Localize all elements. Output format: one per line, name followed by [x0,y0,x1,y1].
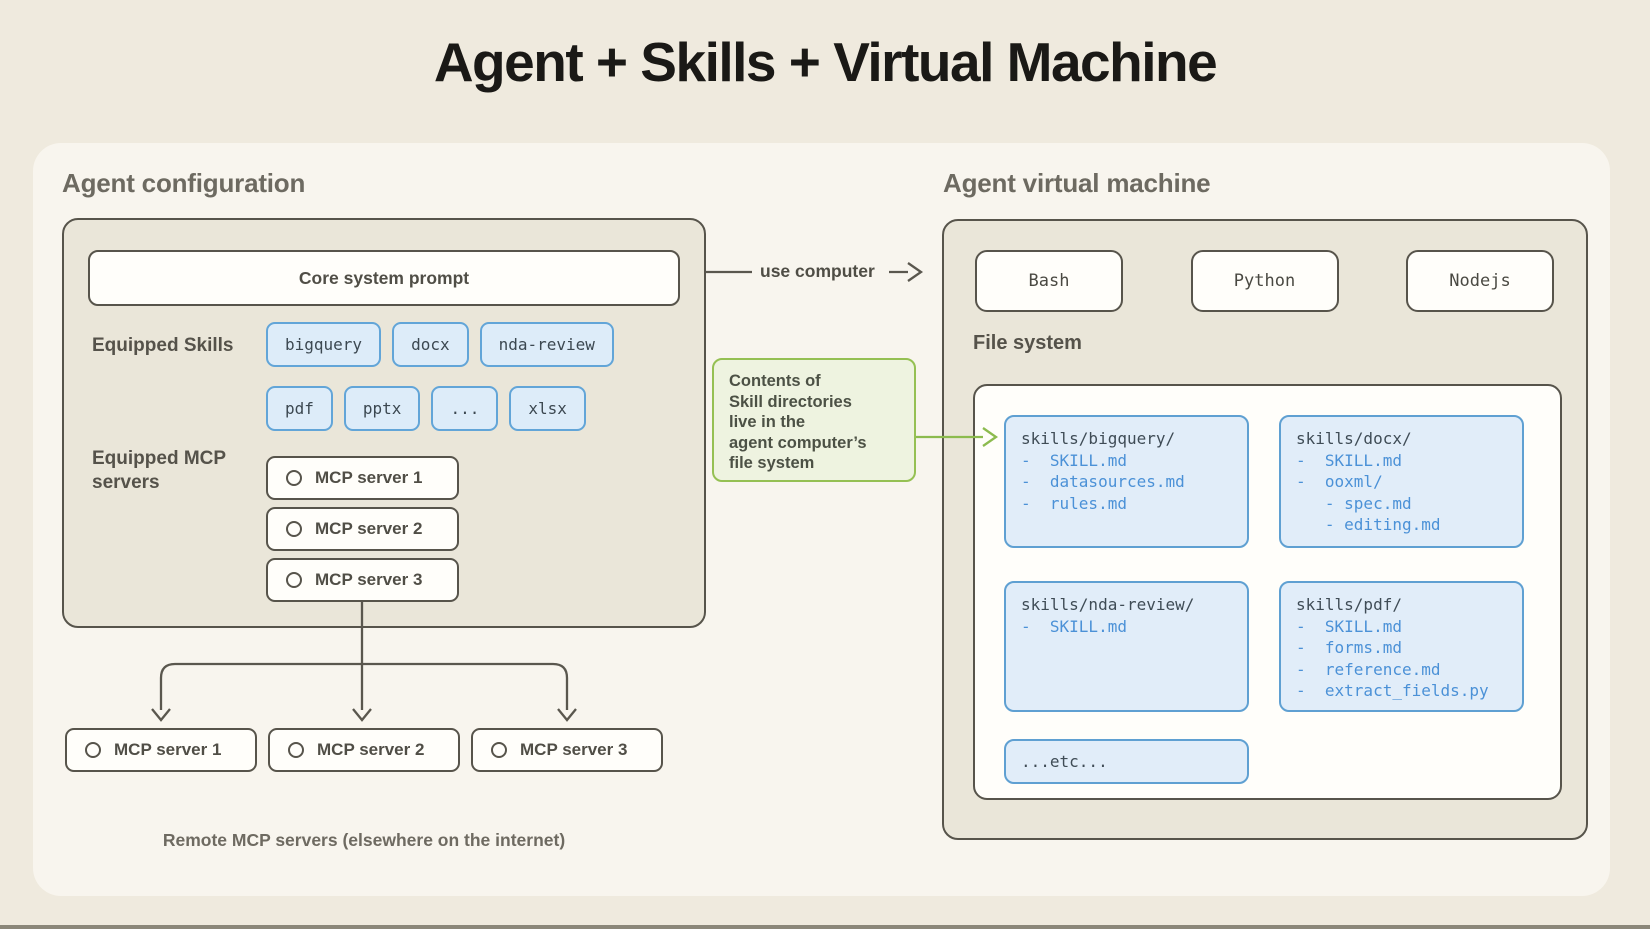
note-line: file system [729,454,815,472]
skill-dir-file: - SKILL.md [1296,450,1402,470]
agent-configuration-heading: Agent configuration [62,168,306,198]
equipped-skills-label: Equipped Skills [92,335,234,356]
server-dot-icon [491,742,507,758]
skill-dir-etc-box: ...etc... [1004,739,1249,784]
mcp-server-label: MCP server 3 [520,740,628,759]
skill-chip-bigquery: bigquery [266,322,382,367]
equipped-mcp-servers-label: Equipped MCP servers [92,448,226,493]
core-system-prompt-label: Core system prompt [298,267,470,288]
skill-dir-file: - SKILL.md [1296,616,1402,636]
skill-dir-file: - ooxml/ [1296,472,1383,491]
mcp-server-box-mcp-server-1: MCP server 1 [266,456,459,500]
skill-dir-file: - editing.md [1296,515,1441,534]
mcp-server-box-mcp-server-2: MCP server 2 [268,728,460,772]
mcp-server-label: MCP server 3 [315,570,423,589]
runtime-row: Bash Python Nodejs [975,250,1554,312]
skill-dir-file: - forms.md [1296,638,1402,657]
diagram-title: Agent + Skills + Virtual Machine [433,31,1218,93]
skill-dir-box-skills-nda-review: skills/nda-review/ - SKILL.md [1004,581,1249,712]
skill-chip-docx: docx [392,322,469,367]
runtime-box-python: Python [1190,250,1339,312]
screen-bottom-edge [0,925,1650,929]
note-line: agent computer’s [729,433,867,452]
skill-dir-file: - datasources.md [1021,472,1185,491]
mcp-server-box-mcp-server-2: MCP server 2 [266,507,459,551]
file-system-label: File system [973,332,1082,354]
skill-dir-header: skills/bigquery/ [1021,429,1176,448]
skill-dir-header: skills/docx/ [1296,429,1412,448]
note-line: Contents of [729,372,821,390]
agent-virtual-machine-heading: Agent virtual machine [943,168,1211,198]
skill-dir-box-skills-docx: skills/docx/ - SKILL.md - ooxml/ - spec.md… [1279,415,1524,548]
mcp-server-label: MCP server 1 [315,468,423,487]
mcp-server-label: MCP server 2 [317,740,425,759]
skill-dir-header: skills/nda-review/ [1021,595,1195,614]
skill-dir-file: - rules.md [1021,493,1127,513]
server-dot-icon [286,572,302,588]
remote-mcp-caption: Remote MCP servers (elsewhere on the int… [162,830,566,850]
skill-chip-pptx: pptx [343,386,421,431]
skill-dir-box-skills-bigquery: skills/bigquery/ - SKILL.md - datasources.… [1004,415,1249,548]
skill-chip-pdf: pdf [266,386,333,431]
mcp-server-box-mcp-server-3: MCP server 3 [471,728,663,772]
skill-chip-nda-review: nda-review [479,322,614,367]
runtime-box-nodejs: Nodejs [1406,250,1554,312]
remote-mcp-server-row: MCP server 1 MCP server 2 MCP server 3 [65,728,663,772]
skill-chip-xlsx: xlsx [509,386,586,431]
mcp-server-box-mcp-server-1: MCP server 1 [65,728,257,772]
note-line: Skill directories [729,392,852,411]
mcp-server-label: MCP server 1 [114,740,222,759]
skill-dir-file: - SKILL.md [1021,450,1127,470]
etc-label: ...etc... [1021,752,1108,771]
server-dot-icon [288,742,304,758]
equipped-mcp-server-stack: MCP server 1 MCP server 2 MCP server 3 [266,456,459,602]
mcp-server-box-mcp-server-3: MCP server 3 [266,558,459,602]
server-dot-icon [286,470,302,486]
skill-dir-file: - SKILL.md [1021,616,1127,636]
server-dot-icon [286,521,302,537]
skill-contents-note: Contents of Skill directories live in th… [712,358,916,482]
file-system-box: ...etc... skills/bigquery/ - SKILL.md - da… [973,384,1562,800]
runtime-box-bash: Bash [975,250,1123,312]
skill-dir-header: skills/pdf/ [1296,595,1402,614]
use-computer-label: use computer [760,261,875,281]
skill-chip-ellipsis: ... [431,386,499,431]
skill-dir-file: - reference.md [1296,659,1441,679]
server-dot-icon [85,742,101,758]
core-system-prompt-box: Core system prompt [88,250,680,306]
skill-dir-box-skills-pdf: skills/pdf/ - SKILL.md - forms.md - referen… [1279,581,1524,712]
note-line: live in the [729,413,806,431]
mcp-server-label: MCP server 2 [315,519,423,538]
skill-dir-file: - extract_fields.py [1296,681,1489,700]
skill-dir-file: - spec.md [1296,493,1412,513]
